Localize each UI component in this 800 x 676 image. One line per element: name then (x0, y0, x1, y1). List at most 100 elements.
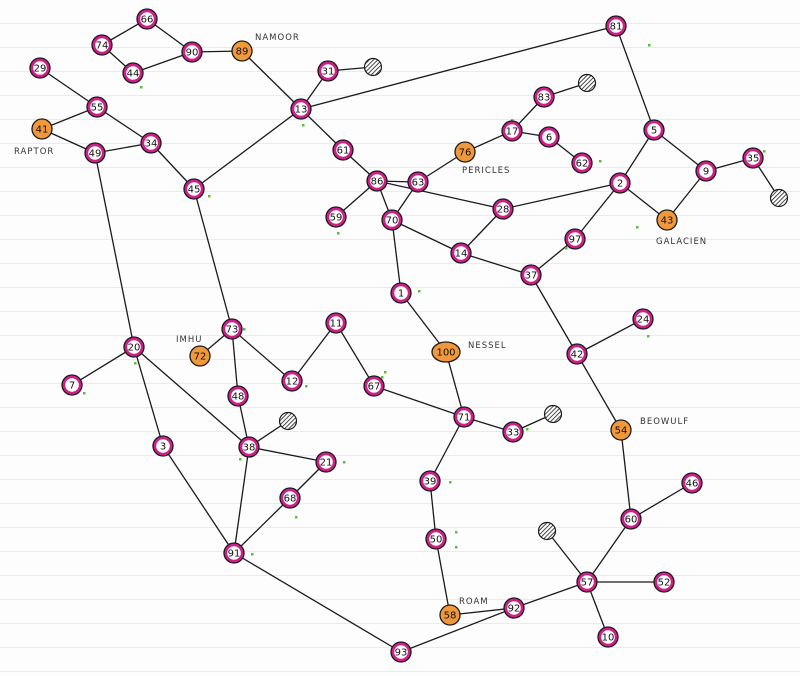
node-inner (394, 645, 408, 659)
green-tick-mark (526, 428, 529, 431)
node-92: 92 (503, 597, 525, 619)
node-7: 7 (61, 374, 83, 396)
node-label: 20 (128, 343, 141, 354)
node-70: 70 (381, 209, 403, 231)
green-tick-mark (648, 44, 651, 47)
node-inner (411, 175, 425, 189)
edge-92-58 (449, 607, 515, 616)
node-label: 11 (330, 319, 343, 330)
node-71: 71 (453, 406, 475, 428)
hatched-terminal-circle (769, 188, 789, 208)
node-name-tag: BEOWULF (640, 417, 689, 427)
edge-42-24 (576, 318, 644, 355)
node-inner (140, 12, 154, 26)
node-6: 6 (538, 126, 560, 148)
node-label: 10 (602, 633, 615, 644)
node-10: 10 (597, 626, 619, 648)
node-label: 63 (412, 178, 425, 189)
edge-42-54 (576, 353, 622, 431)
green-tick-mark (343, 461, 346, 464)
node-90: 90 (181, 41, 203, 63)
node-label: 39 (424, 477, 437, 488)
node-86: 86 (366, 170, 388, 192)
node-inner (65, 378, 79, 392)
edge-73-48 (231, 328, 239, 397)
node-1: 1 (390, 282, 412, 304)
node-label: 74 (96, 41, 109, 52)
edge-81-5 (615, 25, 655, 131)
node-42: 42 (566, 343, 588, 365)
node-ring (189, 345, 211, 367)
node-inner (580, 575, 594, 589)
edge-68-91 (233, 497, 291, 554)
node-ring (610, 419, 632, 441)
green-tick-mark (599, 160, 602, 163)
node-inner (685, 476, 699, 490)
green-tick-mark (134, 362, 137, 365)
node-label: 72 (194, 352, 207, 363)
edge-70-14 (391, 219, 462, 254)
node-label: 66 (141, 15, 154, 26)
node-label: 13 (295, 105, 308, 116)
terminal-node (577, 73, 597, 93)
node-label: 61 (337, 146, 350, 157)
node-inner (367, 379, 381, 393)
node-50: 50 (425, 528, 447, 550)
node-label: 24 (637, 315, 650, 326)
edge-13-81 (300, 25, 617, 110)
node-inner (127, 340, 141, 354)
green-tick-mark (511, 119, 514, 122)
node-14: 14 (450, 242, 472, 264)
node-label: 76 (459, 148, 472, 159)
green-tick-mark (140, 86, 143, 89)
node-73: 73 (221, 318, 243, 340)
node-label: 14 (455, 249, 468, 260)
node-inner (185, 45, 199, 59)
node-37: 37 (520, 264, 542, 286)
node-inner (321, 64, 335, 78)
node-91: 91 (223, 542, 245, 564)
edge-55-34 (96, 106, 152, 144)
node-label: 29 (34, 64, 47, 75)
edge-11-12 (291, 322, 337, 382)
node-label: 46 (686, 479, 699, 490)
node-ring (454, 141, 476, 163)
node-label: 89 (236, 47, 249, 58)
edge-12-73 (231, 328, 293, 382)
node-59: 59 (325, 206, 347, 228)
node-45: 45 (183, 178, 205, 200)
node-inner (636, 312, 650, 326)
green-tick-mark (763, 150, 766, 153)
node-inner (457, 410, 471, 424)
node-44: 44 (122, 62, 144, 84)
node-35: 35 (742, 147, 764, 169)
node-label: 100 (436, 348, 455, 359)
green-tick-mark (302, 124, 305, 127)
green-tick-mark (251, 553, 254, 556)
node-label: 49 (89, 149, 102, 160)
edge-71-67 (373, 385, 465, 418)
node-label: 52 (658, 578, 671, 589)
node-label: 48 (232, 392, 245, 403)
node-inner (570, 347, 584, 361)
node-inner (609, 19, 623, 33)
node-label: 59 (330, 213, 343, 224)
edge-86-28 (376, 180, 504, 210)
edge-38-21 (248, 446, 327, 463)
hatched-terminal-circle (363, 57, 383, 77)
node-label: 58 (444, 611, 457, 622)
edge-37-42 (530, 274, 578, 355)
node-12: 12 (281, 370, 303, 392)
node-inner (568, 232, 582, 246)
node-11: 11 (325, 312, 347, 334)
node-label: 83 (538, 93, 551, 104)
node-inner (524, 268, 538, 282)
node-13: 13 (290, 98, 312, 120)
node-inner (126, 66, 140, 80)
node-label: 34 (145, 139, 158, 150)
edge-92-93 (400, 607, 515, 653)
node-31: 31 (317, 60, 339, 82)
node-inner (613, 176, 627, 190)
node-74: 74 (91, 34, 113, 56)
